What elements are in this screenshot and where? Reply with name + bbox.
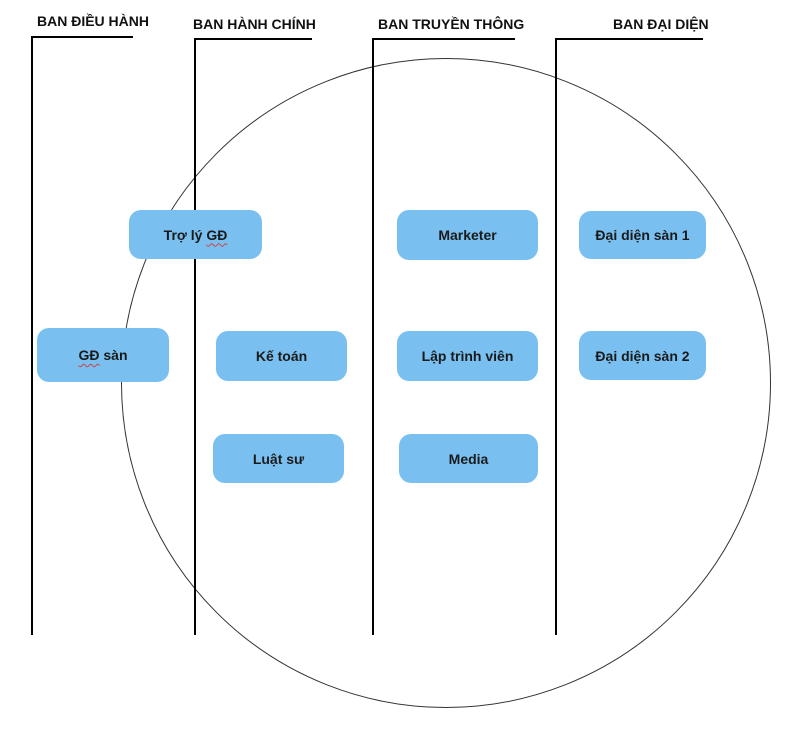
role-box-dai-dien-san-1[interactable]: Đại diện sàn 1 bbox=[579, 211, 706, 259]
role-label-dai-dien-san-2: Đại diện sàn 2 bbox=[595, 347, 690, 364]
dept-bracket-line-truyen-thong bbox=[372, 38, 374, 635]
dept-title-dieu-hanh: BAN ĐIỀU HÀNH bbox=[37, 13, 149, 29]
spellcheck-underline: GĐ bbox=[78, 347, 100, 363]
dept-title-hanh-chinh: BAN HÀNH CHÍNH bbox=[193, 16, 316, 32]
spellcheck-underline: GĐ bbox=[206, 226, 228, 243]
role-box-gd-san[interactable]: GĐ sàn bbox=[37, 328, 169, 382]
dept-bracket-line-dieu-hanh bbox=[31, 36, 33, 635]
role-label-lap-trinh-vien: Lập trình viên bbox=[421, 348, 514, 364]
role-label-tro-ly-gd: Trợ lý GĐ bbox=[163, 226, 228, 243]
role-box-ke-toan[interactable]: Kế toán bbox=[216, 331, 347, 381]
dept-bracket-top-dieu-hanh bbox=[31, 36, 133, 38]
organization-circle bbox=[121, 58, 771, 708]
dept-bracket-top-truyen-thong bbox=[372, 38, 515, 40]
role-label-ke-toan: Kế toán bbox=[255, 348, 308, 364]
dept-title-dai-dien: BAN ĐẠI DIỆN bbox=[613, 16, 709, 32]
role-label-media: Media bbox=[448, 450, 489, 467]
role-box-media[interactable]: Media bbox=[399, 434, 538, 483]
role-box-lap-trinh-vien[interactable]: Lập trình viên bbox=[397, 331, 538, 381]
dept-bracket-top-hanh-chinh bbox=[194, 38, 312, 40]
role-label-gd-san: GĐ sàn bbox=[78, 347, 128, 363]
role-box-marketer[interactable]: Marketer bbox=[397, 210, 538, 260]
dept-bracket-top-dai-dien bbox=[555, 38, 703, 40]
role-box-tro-ly-gd[interactable]: Trợ lý GĐ bbox=[129, 210, 262, 259]
dept-title-truyen-thong: BAN TRUYỀN THÔNG bbox=[378, 16, 525, 32]
dept-bracket-line-hanh-chinh bbox=[194, 38, 196, 635]
dept-bracket-line-dai-dien bbox=[555, 38, 557, 635]
role-label-dai-dien-san-1: Đại diện sàn 1 bbox=[595, 227, 690, 243]
role-box-luat-su[interactable]: Luật sư bbox=[213, 434, 344, 483]
role-label-luat-su: Luật sư bbox=[252, 450, 305, 467]
role-label-marketer: Marketer bbox=[438, 227, 497, 243]
role-box-dai-dien-san-2[interactable]: Đại diện sàn 2 bbox=[579, 331, 706, 380]
